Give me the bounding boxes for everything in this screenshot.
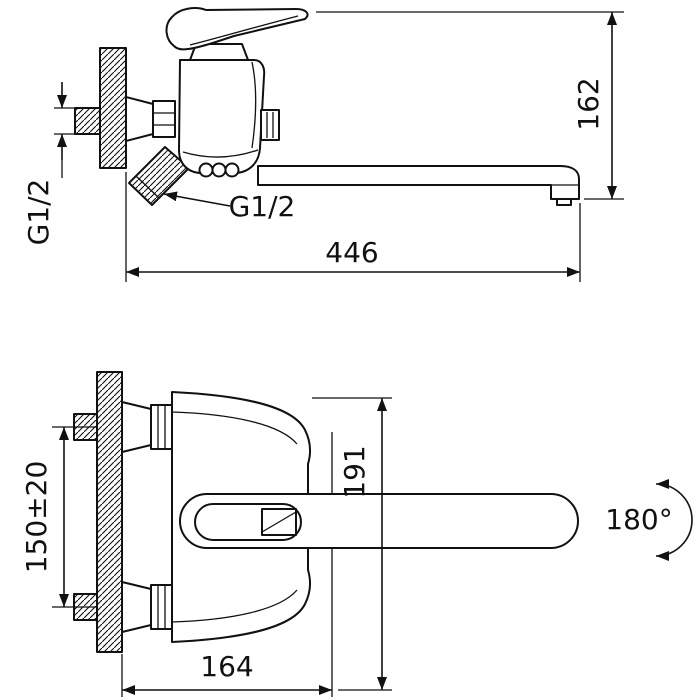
eccentric-cone-side bbox=[125, 96, 154, 142]
body-inner-bottom bbox=[171, 589, 298, 623]
dim-191: 191 bbox=[312, 397, 392, 691]
body-inner-top bbox=[171, 411, 298, 445]
eccentric-cone-upper bbox=[121, 401, 152, 453]
thread-shower-callout: G1/2 bbox=[163, 190, 296, 223]
spout-clip-diagonal bbox=[261, 511, 297, 533]
lever-handle bbox=[165, 7, 309, 51]
spout-aerator-nub bbox=[556, 198, 572, 206]
dim-164: 164 bbox=[121, 650, 332, 697]
dim-164-label: 164 bbox=[200, 650, 253, 683]
wall-plate-plan bbox=[96, 371, 123, 653]
connector-nut-side bbox=[152, 100, 176, 138]
dim-150-label: 150±20 bbox=[20, 461, 53, 574]
connector-nut-upper bbox=[150, 404, 173, 450]
body-dot-3 bbox=[224, 162, 240, 178]
shower-outlet-seam bbox=[135, 175, 160, 199]
thread-shower-label: G1/2 bbox=[229, 190, 296, 223]
leader bbox=[163, 191, 231, 207]
body-seam-curve bbox=[251, 61, 257, 149]
diverter-knob bbox=[260, 109, 280, 141]
body-dot-1 bbox=[198, 162, 214, 178]
supply-pipe-side bbox=[74, 107, 101, 135]
faucet-body-side bbox=[178, 59, 266, 174]
dim-446-label: 446 bbox=[325, 236, 378, 269]
handle-neck bbox=[189, 43, 249, 61]
dim-150: 150±20 bbox=[20, 426, 97, 608]
dim-446: 446 bbox=[125, 172, 581, 282]
thread-inlet-callout: G1/2 bbox=[22, 82, 100, 245]
thread-inlet-label: G1/2 bbox=[22, 179, 55, 246]
connector-nut-lower bbox=[150, 584, 173, 630]
dim-162-label: 162 bbox=[572, 77, 605, 130]
body-dot-2 bbox=[211, 162, 227, 178]
side-view: 162 446 G1/2 G1/2 bbox=[22, 7, 624, 282]
wall-plate-side bbox=[99, 47, 127, 169]
swivel-arc-arrow bbox=[655, 479, 693, 561]
dim-162: 162 bbox=[316, 11, 624, 200]
swivel-angle-label: 180° bbox=[605, 503, 672, 536]
eccentric-cone-lower bbox=[121, 581, 152, 633]
spout-side bbox=[257, 165, 580, 200]
swivel-angle-callout: 180° bbox=[605, 479, 693, 561]
handle-crease bbox=[189, 15, 299, 46]
plan-view: 191 150±20 164 180° bbox=[20, 371, 693, 697]
dim-191-label: 191 bbox=[338, 445, 371, 498]
body-cap-seam bbox=[182, 149, 259, 158]
